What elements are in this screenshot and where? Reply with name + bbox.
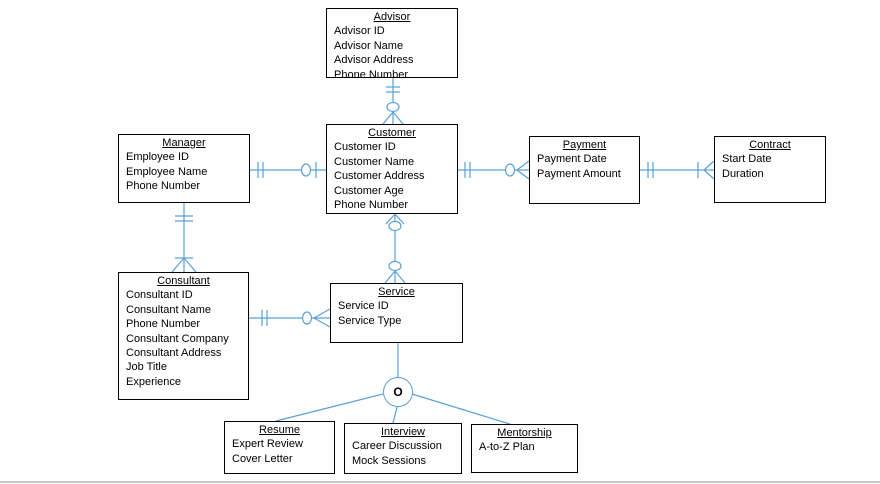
customer-attribute: Phone Number bbox=[334, 199, 408, 212]
consultant-attribute: Consultant ID bbox=[126, 289, 193, 302]
service-attribute: Service ID bbox=[338, 300, 389, 313]
mentorship-attributes: A-to-Z Plan bbox=[472, 440, 577, 454]
resume-title: Resume bbox=[259, 424, 300, 436]
manager-attribute: Phone Number bbox=[126, 180, 200, 193]
payment-attribute: Payment Amount bbox=[537, 167, 621, 180]
payment-attribute: Payment Date bbox=[537, 153, 607, 166]
payment-title: Payment bbox=[562, 139, 607, 151]
consultant-attribute: Consultant Address bbox=[126, 347, 222, 360]
service-attribute: Service Type bbox=[338, 314, 402, 327]
contract-attribute: Start Date bbox=[722, 153, 772, 166]
customer-payment-relationship bbox=[458, 160, 530, 180]
advisor-attribute: Phone Number bbox=[334, 68, 408, 81]
interview-attribute: Mock Sessions bbox=[352, 454, 426, 467]
consultant-attribute: Consultant Company bbox=[126, 332, 229, 345]
contract-attribute: Duration bbox=[722, 167, 764, 180]
customer-attribute: Customer ID bbox=[334, 141, 396, 154]
customer-title: Customer bbox=[368, 127, 416, 139]
contract-title: Contract bbox=[749, 139, 791, 151]
service-subtype-lines bbox=[275, 343, 511, 425]
mentorship-attribute: A-to-Z Plan bbox=[479, 441, 535, 454]
customer-service-relationship bbox=[384, 213, 406, 284]
consultant-attribute: Phone Number bbox=[126, 318, 200, 331]
consultant-title: Consultant bbox=[157, 275, 210, 287]
interview-title: Interview bbox=[380, 426, 426, 438]
consultant-attribute: Job Title bbox=[126, 361, 167, 374]
manager-attribute: Employee ID bbox=[126, 151, 189, 164]
manager-attribute: Employee Name bbox=[126, 165, 208, 178]
manager-consultant-relationship bbox=[171, 203, 197, 273]
advisor-title: Advisor bbox=[373, 11, 411, 23]
customer-attribute: Customer Name bbox=[334, 155, 415, 168]
customer-attribute: Customer Age bbox=[334, 184, 404, 197]
payment-contract-relationship bbox=[640, 160, 715, 180]
advisor-attribute: Advisor ID bbox=[334, 25, 385, 38]
bottom-divider bbox=[0, 481, 880, 483]
resume-attribute: Expert Review bbox=[232, 438, 303, 451]
interview-attribute: Career Discussion bbox=[352, 440, 442, 453]
advisor-attribute: Advisor Address bbox=[334, 54, 414, 67]
service-title: Service bbox=[378, 286, 415, 298]
consultant-service-relationship bbox=[249, 308, 331, 328]
customer-advisor-relationship bbox=[382, 78, 404, 125]
disjoint-symbol: O bbox=[383, 377, 413, 407]
customer-manager-relationship bbox=[250, 162, 326, 178]
customer-attribute: Customer Address bbox=[334, 170, 425, 183]
consultant-attribute: Consultant Name bbox=[126, 303, 211, 316]
manager-title: Manager bbox=[162, 137, 206, 149]
consultant-attribute: Experience bbox=[126, 375, 182, 388]
mentorship-title: Mentorship bbox=[497, 427, 552, 439]
advisor-attribute: Advisor Name bbox=[334, 39, 404, 52]
resume-attribute: Cover Letter bbox=[232, 452, 293, 465]
